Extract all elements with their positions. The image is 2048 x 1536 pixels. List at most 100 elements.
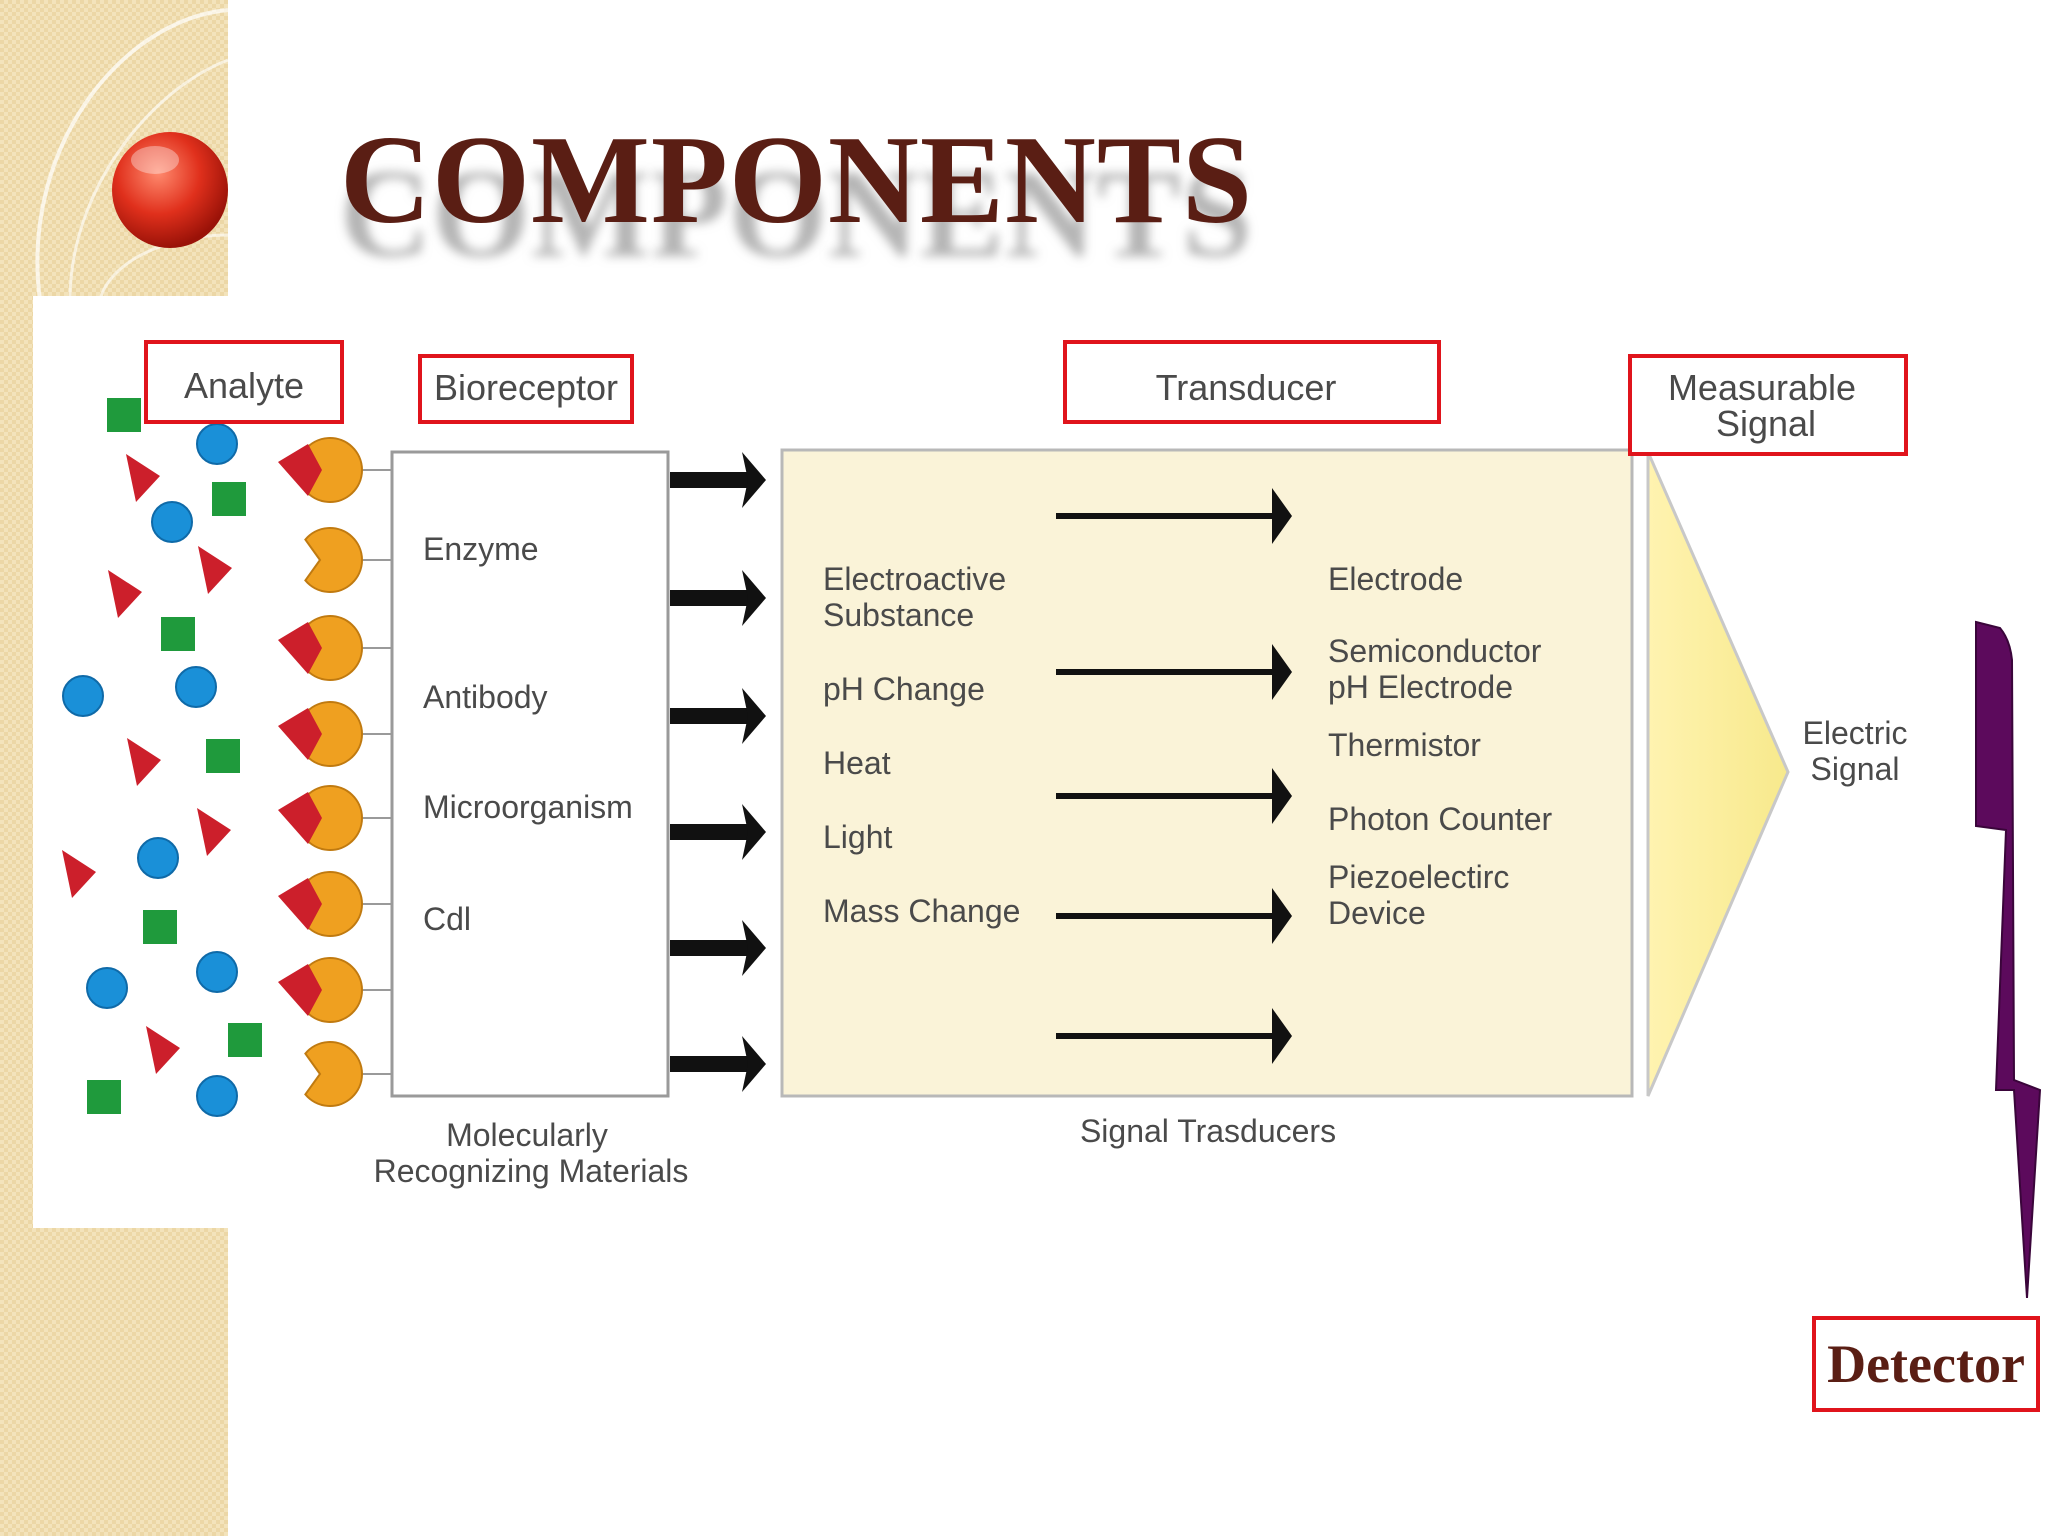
arrow-right-icon: [1272, 888, 1292, 944]
measurable-label-line1: Measurable: [1668, 367, 1856, 408]
analyte-square-icon: [87, 1080, 121, 1114]
arrow-right-icon: [1272, 1008, 1292, 1064]
thin-arrow-shaft: [1056, 513, 1280, 519]
transducer-caption: Signal Trasducers: [1080, 1113, 1336, 1149]
input-heat: Heat: [823, 745, 891, 781]
arrow-right-icon: [1272, 488, 1292, 544]
receptor-site-icon: [304, 615, 363, 681]
input-ph-change: pH Change: [823, 671, 985, 707]
bound-analyte-icon: [278, 708, 322, 760]
measurable-label-line2: Signal: [1716, 403, 1816, 444]
transducer-label: Transducer: [1156, 367, 1337, 408]
output-electrode: Electrode: [1328, 561, 1463, 597]
binding-arrows: [670, 452, 766, 1092]
detector-box: Detector: [1812, 1316, 2040, 1412]
analyte-square-icon: [161, 617, 195, 651]
input-electroactive-line1: Electroactive: [823, 561, 1006, 597]
transducer-box: [780, 448, 1634, 1098]
bioreceptor-box: [390, 450, 670, 1098]
analyte-wedge-icon: [198, 546, 232, 594]
detector-arrow-icon: [1975, 620, 2042, 1299]
label-analyte: Analyte: [144, 340, 344, 424]
output-semiconductor-line1: Semiconductor: [1328, 633, 1542, 669]
label-bioreceptor: Bioreceptor: [418, 354, 634, 424]
bold-arrow-shaft: [670, 940, 748, 956]
thin-arrow-shaft: [1056, 1033, 1280, 1039]
analyte-square-icon: [212, 482, 246, 516]
analyte-wedge-icon: [146, 1026, 180, 1074]
detector-label: Detector: [1827, 1334, 2025, 1394]
receptor-site-icon: [304, 871, 363, 937]
bioreceptor-antibody: Antibody: [423, 679, 548, 715]
receptor-sites: [278, 437, 392, 1107]
output-piezoelectric-line2: Device: [1328, 895, 1426, 931]
analyte-circle-icon: [196, 1075, 238, 1117]
label-transducer: Transducer: [1063, 340, 1441, 424]
transducer-arrows: [1056, 488, 1292, 1064]
analyte-circle-icon: [86, 967, 128, 1009]
arrow-right-icon: [742, 804, 766, 860]
bioreceptor-label: Bioreceptor: [434, 367, 618, 408]
analyte-circle-icon: [196, 951, 238, 993]
analyte-square-icon: [228, 1023, 262, 1057]
thin-arrow-shaft: [1056, 793, 1280, 799]
input-mass-change: Mass Change: [823, 893, 1020, 929]
bound-analyte-icon: [278, 622, 322, 674]
output-thermistor: Thermistor: [1328, 727, 1481, 763]
signal-triangle: [1646, 451, 1790, 1097]
bioreceptor-caption-line2: Recognizing Materials: [374, 1153, 689, 1189]
analyte-circle-icon: [137, 837, 179, 879]
bioreceptor-microorganism: Microorganism: [423, 789, 633, 825]
receptor-site-icon: [304, 701, 363, 767]
output-photon-counter: Photon Counter: [1328, 801, 1553, 837]
analyte-wedge-icon: [126, 454, 160, 502]
electric-signal-line1: Electric: [1803, 715, 1908, 751]
bioreceptor-cdl: Cdl: [423, 901, 471, 937]
receptor-site-icon: [304, 437, 363, 503]
bullet-icon: [112, 132, 228, 248]
label-measurable-signal: Measurable Signal: [1628, 354, 1908, 456]
receptor-site-icon: [304, 527, 363, 593]
output-semiconductor-line2: pH Electrode: [1328, 669, 1513, 705]
analyte-square-icon: [107, 398, 141, 432]
analyte-circle-icon: [196, 423, 238, 465]
bold-arrow-shaft: [670, 824, 748, 840]
analyte-wedge-icon: [197, 808, 231, 856]
analyte-label: Analyte: [184, 365, 304, 406]
analyte-circle-icon: [151, 501, 193, 543]
arrow-right-icon: [742, 570, 766, 626]
input-light: Light: [823, 819, 893, 855]
arrow-right-icon: [742, 452, 766, 508]
arrow-right-icon: [742, 1036, 766, 1092]
analyte-molecules: [62, 398, 262, 1117]
arrow-right-icon: [742, 688, 766, 744]
bold-arrow-shaft: [670, 1056, 748, 1072]
bound-analyte-icon: [278, 792, 322, 844]
analyte-square-icon: [143, 910, 177, 944]
analyte-circle-icon: [175, 666, 217, 708]
slide-title: COMPONENTS: [340, 111, 1254, 250]
electric-signal-line2: Signal: [1811, 751, 1900, 787]
bioreceptor-enzyme: Enzyme: [423, 531, 539, 567]
thin-arrow-shaft: [1056, 669, 1280, 675]
input-electroactive-line2: Substance: [823, 597, 974, 633]
bound-analyte-icon: [278, 444, 322, 496]
bold-arrow-shaft: [670, 708, 748, 724]
analyte-circle-icon: [62, 675, 104, 717]
bold-arrow-shaft: [670, 472, 748, 488]
thin-arrow-shaft: [1056, 913, 1280, 919]
bold-arrow-shaft: [670, 590, 748, 606]
arrow-right-icon: [742, 920, 766, 976]
receptor-site-icon: [304, 1041, 363, 1107]
bound-analyte-icon: [278, 878, 322, 930]
analyte-wedge-icon: [127, 738, 161, 786]
bound-analyte-icon: [278, 964, 322, 1016]
arrow-right-icon: [1272, 644, 1292, 700]
bioreceptor-caption-line1: Molecularly: [446, 1117, 608, 1153]
arrow-right-icon: [1272, 768, 1292, 824]
output-piezoelectric-line1: Piezoelectirc: [1328, 859, 1509, 895]
receptor-site-icon: [304, 785, 363, 851]
analyte-wedge-icon: [62, 850, 96, 898]
analyte-square-icon: [206, 739, 240, 773]
